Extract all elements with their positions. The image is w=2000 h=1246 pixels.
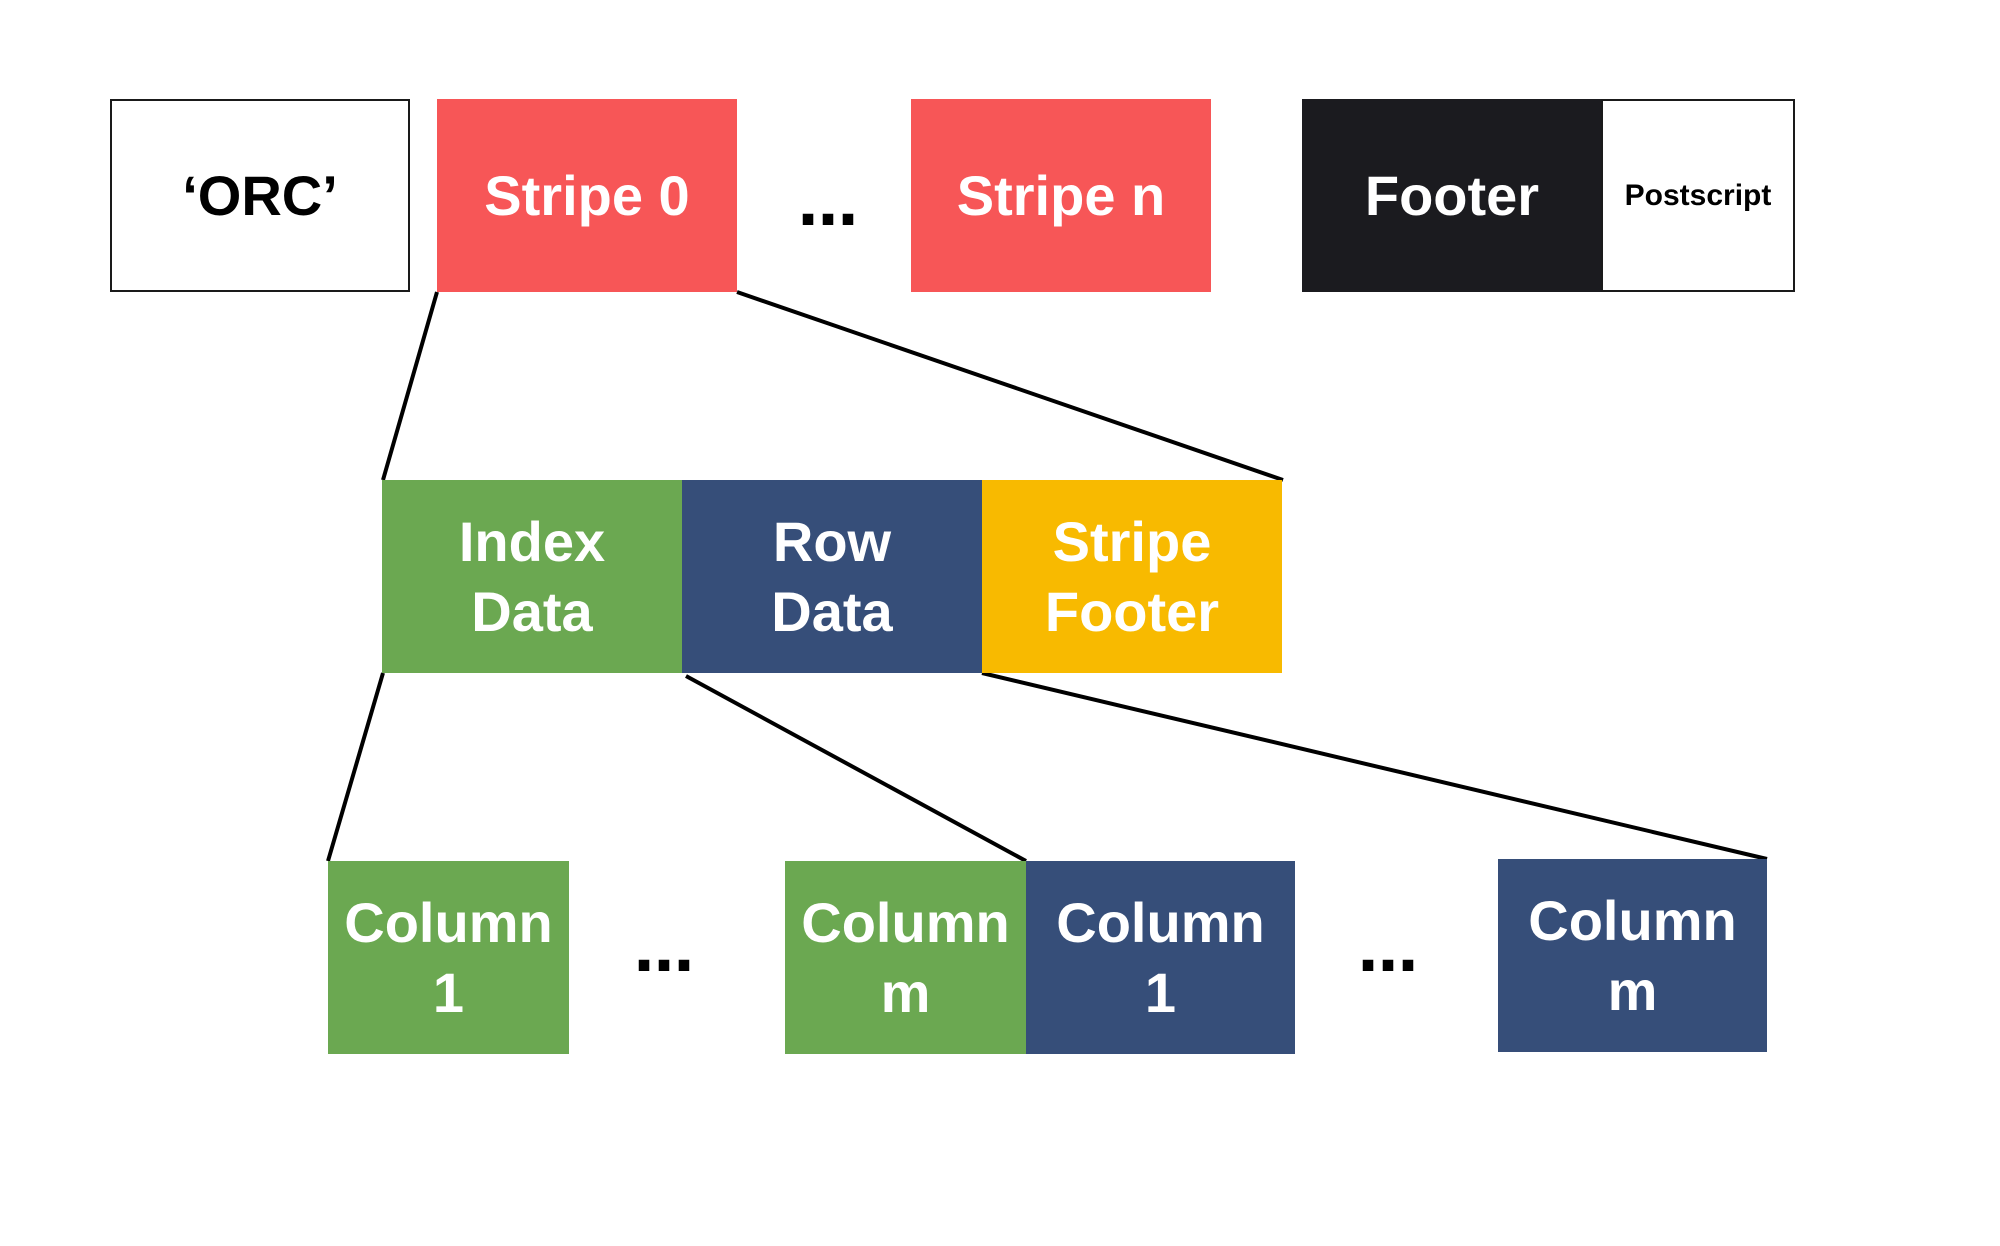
index-data-box: Index Data bbox=[382, 480, 682, 673]
index-column-m-label: Column m bbox=[801, 890, 1010, 1024]
row-data-box: Row Data bbox=[682, 480, 982, 673]
row-column-1-box: Column 1 bbox=[1026, 861, 1295, 1054]
orc-magic-box: ‘ORC’ bbox=[110, 99, 410, 292]
stripe-footer-label: Stripe Footer bbox=[1044, 509, 1220, 643]
row-columns-ellipsis: … bbox=[1358, 916, 1422, 986]
index-column-m-box: Column m bbox=[785, 861, 1026, 1054]
index-column-1-box: Column 1 bbox=[328, 861, 569, 1054]
index-data-label: Index Data bbox=[458, 509, 606, 643]
connector-row-data-to-row-column-m bbox=[981, 671, 1768, 861]
row-data-label: Row Data bbox=[771, 509, 893, 643]
orc-magic-label: ‘ORC’ bbox=[182, 163, 338, 227]
postscript-box: Postscript bbox=[1601, 99, 1795, 292]
connector-index-data-to-index-column-m bbox=[685, 674, 1027, 863]
connector-stripe-0-to-index-data bbox=[381, 291, 439, 481]
stripe-0-box: Stripe 0 bbox=[437, 99, 737, 292]
row-column-1-label: Column 1 bbox=[1056, 890, 1265, 1024]
index-columns-ellipsis: … bbox=[634, 916, 698, 986]
postscript-label: Postscript bbox=[1624, 178, 1772, 212]
file-footer-box: Footer bbox=[1302, 99, 1602, 292]
stripe-n-box: Stripe n bbox=[911, 99, 1211, 292]
connector-stripe-0-to-stripe-footer bbox=[736, 290, 1284, 482]
file-footer-label: Footer bbox=[1364, 163, 1540, 227]
index-column-1-label: Column 1 bbox=[344, 890, 553, 1024]
stripe-0-label: Stripe 0 bbox=[484, 163, 690, 227]
row-column-m-box: Column m bbox=[1498, 859, 1767, 1052]
stripes-ellipsis: … bbox=[798, 170, 862, 240]
row-column-m-label: Column m bbox=[1528, 888, 1737, 1022]
connector-index-data-to-index-column-1 bbox=[326, 672, 385, 862]
stripe-footer-box: Stripe Footer bbox=[982, 480, 1282, 673]
stripe-n-label: Stripe n bbox=[956, 163, 1166, 227]
